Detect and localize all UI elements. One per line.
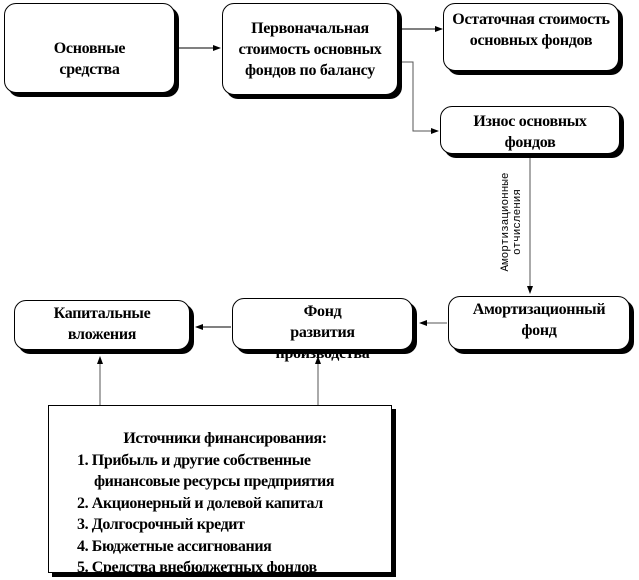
box-label: Остаточная стоимость основных фондов <box>452 11 610 49</box>
source-item: 1. Прибыль и другие собственные <box>77 451 311 469</box>
box-label: Износ основных фондов <box>473 113 587 151</box>
box-initial-cost: Первоначальная стоимость основных фондов… <box>222 3 398 95</box>
box-label: Амортизационный фонд <box>472 301 606 339</box>
box-label: Основные средства <box>53 40 126 78</box>
box-amortization-fund: Амортизационный фонд <box>448 296 630 350</box>
box-label: Первоначальная стоимость основных фондов… <box>238 19 382 79</box>
edge-label-amortization-deductions: Амортизационные отчисления <box>500 172 540 272</box>
arrow-initial-to-depreciation <box>400 61 439 134</box>
box-development-fund: Фонд развития производства <box>232 298 413 362</box>
box-label: Фонд развития производства <box>275 303 370 362</box>
box-depreciation: Износ основных фондов <box>440 106 620 154</box>
financing-sources-box: Источники финансирования: 1. Прибыль и д… <box>48 405 392 576</box>
box-fixed-assets: Основные средства <box>4 3 175 93</box>
source-item: 2. Акционерный и долевой капитал <box>77 494 323 512</box>
source-item: 3. Долгосрочный кредит <box>77 516 245 533</box>
source-item: 5. Средства внебюджетных фондов <box>77 559 317 576</box>
edge-label-line: отчисления <box>512 189 524 256</box>
edge-label-line: Амортизационные <box>500 172 512 272</box>
source-item: финансовые ресурсы предприятия <box>94 473 335 490</box>
box-label: Капитальные вложения <box>53 305 151 343</box>
box-capital-investment: Капитальные вложения <box>14 300 190 350</box>
source-item: 4. Бюджетные ассигнования <box>77 537 272 555</box>
sources-title: Источники финансирования: <box>123 430 327 447</box>
box-residual-value: Остаточная стоимость основных фондов <box>443 3 619 71</box>
